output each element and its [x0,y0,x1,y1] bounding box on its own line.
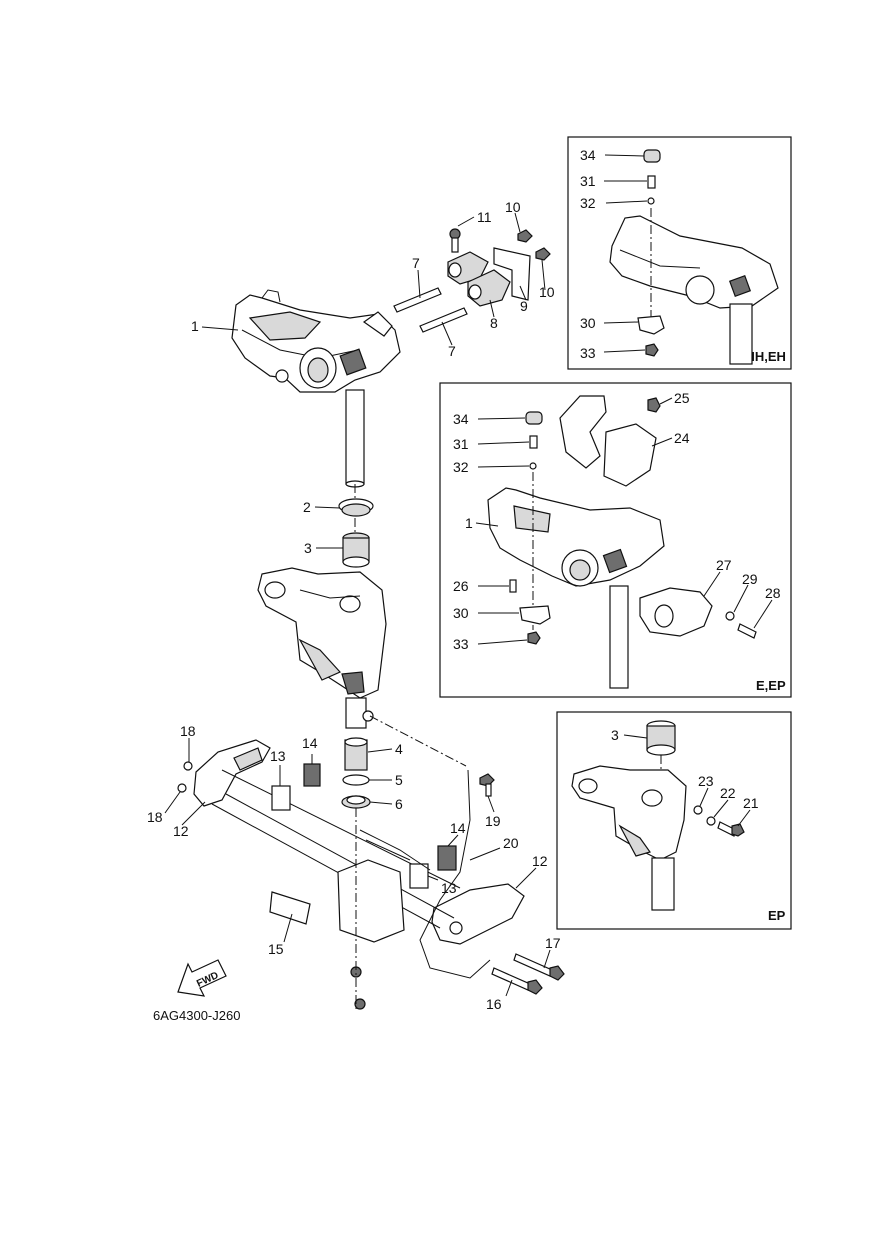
callout-label: 31 [580,173,596,189]
callout-label: 11 [477,209,492,225]
callout-label: 27 [716,557,732,573]
callout-label: 3 [304,540,312,556]
callout-label: 13 [270,748,286,764]
inset-frame-e-ep [439,382,792,698]
callout-label: 29 [742,571,758,587]
callout-label: 7 [448,343,456,359]
callout-label: 33 [580,345,596,361]
callout-label: 30 [453,605,469,621]
callout-label: 33 [453,636,469,652]
bushing-collar-illustration [338,498,374,568]
diagram-code: 6AG4300-J260 [153,1008,240,1023]
callout-label: 6 [395,796,403,812]
clamp-bracket-illustration [193,739,525,945]
callout-label: 14 [450,820,466,836]
callout-label: 4 [395,741,403,757]
callout-labels: 11 10 10 7 7 8 9 1 2 3 4 5 6 18 18 12 12… [147,147,781,1012]
callout-label: 1 [191,318,199,334]
inset-mh-eh-illustration [609,149,779,365]
callout-label: 7 [412,255,420,271]
callout-label: 10 [539,284,555,300]
inset-frame-mh-eh [567,136,792,370]
callout-label: 3 [611,727,619,743]
callout-label: 34 [453,411,469,427]
callout-label: 18 [147,809,163,825]
callout-label: 2 [303,499,311,515]
callout-label: 16 [486,996,502,1012]
washers-18-illustration [177,761,193,793]
fwd-arrow-icon: FWD [177,959,227,997]
screw-19-illustration [479,773,495,797]
callout-label: 31 [453,436,469,452]
callout-label: 23 [698,773,714,789]
callout-label: 24 [674,430,690,446]
callout-label: 28 [765,585,781,601]
pad-plates-illustration [271,763,457,889]
stud-bolts-illustration [393,287,468,333]
callout-label: 21 [743,795,759,811]
ground-wire-illustration [419,769,491,979]
callout-label: 9 [520,298,528,314]
plate-illustration [269,891,311,925]
callout-label: 10 [505,199,521,215]
callout-label: 15 [268,941,284,957]
callout-label: 19 [485,813,501,829]
bushing-seal-illustration [341,737,371,809]
callout-label: 32 [580,195,596,211]
inset-tag-e-ep: E,EP [756,678,786,693]
callout-label: 8 [490,315,498,331]
callout-label: 18 [180,723,196,739]
callout-label: 13 [441,880,457,896]
leader-lines [164,154,773,997]
lower-screws-illustration [350,966,366,1010]
callout-label: 26 [453,578,469,594]
callout-label: 1 [465,515,473,531]
callout-label: 12 [532,853,548,869]
inset-tag-ep: EP [768,908,786,923]
steering-bracket-illustration [231,289,401,393]
callout-label: 22 [720,785,736,801]
callout-label: 12 [173,823,189,839]
callout-label: 34 [580,147,596,163]
callout-label: 20 [503,835,519,851]
inset-ep-illustration [571,720,745,911]
swivel-bracket-illustration [257,567,387,729]
callout-label: 30 [580,315,596,331]
inset-tag-mh-eh: MH,EH [744,349,786,364]
through-bolts-illustration [491,953,565,995]
callout-label: 32 [453,459,469,475]
inset-e-ep-illustration [487,395,757,689]
callout-label: 5 [395,772,403,788]
callout-label: 25 [674,390,690,406]
inset-frame-ep [556,711,792,930]
callout-label: 14 [302,735,318,751]
lower-housing-illustration [337,829,431,943]
steering-shaft-illustration [345,389,365,485]
friction-bracket-parts-illustration [447,228,551,307]
callout-label: 17 [545,935,561,951]
